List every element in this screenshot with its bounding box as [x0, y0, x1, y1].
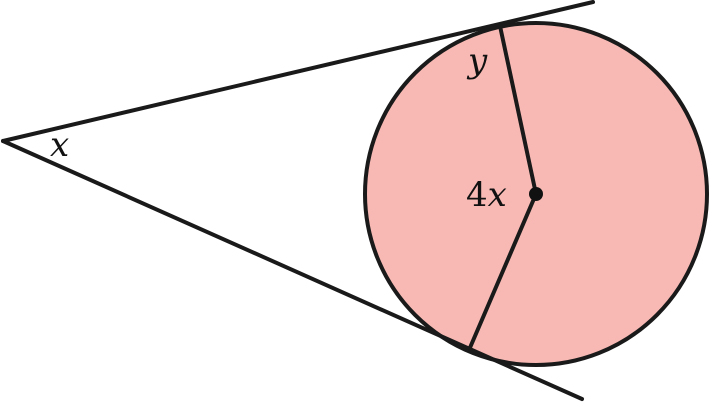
center-angle-variable: x — [488, 175, 507, 215]
center-angle-coefficient: 4 — [466, 175, 488, 215]
upper-radius — [498, 24, 538, 196]
angle-x-label: x — [50, 125, 69, 165]
upper-tangent-line — [1, 0, 595, 143]
angle-y-label: y — [466, 41, 488, 81]
lower-radius — [467, 192, 538, 352]
lower-tangent-line — [1, 139, 584, 401]
center-angle-label: 4x — [466, 175, 507, 215]
center-point — [529, 187, 543, 201]
